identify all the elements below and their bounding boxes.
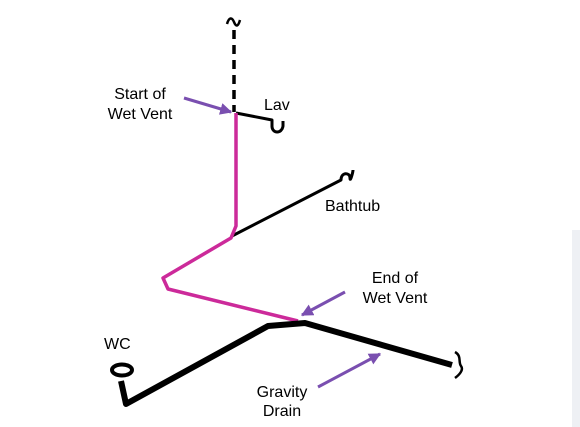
end-wet-vent-label-line1: End of	[372, 270, 419, 287]
wc-label: WC	[104, 336, 131, 353]
right-edge-shadow	[572, 230, 580, 427]
wet-vent-pipe	[161, 113, 299, 323]
gravity-drain-pipe	[118, 320, 453, 407]
lav-label: Lav	[264, 97, 290, 114]
gravity-drain-arrow	[317, 352, 382, 389]
gravity-drain-label-line2: Drain	[263, 403, 301, 420]
start-wet-vent-label-line1: Start of	[114, 86, 166, 103]
bathtub-branch	[231, 169, 355, 238]
start-wet-vent-label-line2: Wet Vent	[108, 106, 173, 123]
gravity-drain-label-line1: Gravity	[257, 384, 308, 401]
lav-branch	[235, 111, 285, 134]
start-wet-vent-arrow	[183, 96, 233, 115]
wc-fixture-icon	[110, 362, 134, 378]
vent-break-symbol	[225, 17, 242, 27]
bathtub-label: Bathtub	[325, 198, 380, 215]
end-wet-vent-label-line2: Wet Vent	[363, 290, 428, 307]
drain-break-symbol	[454, 350, 464, 379]
end-wet-vent-arrow	[300, 290, 346, 317]
